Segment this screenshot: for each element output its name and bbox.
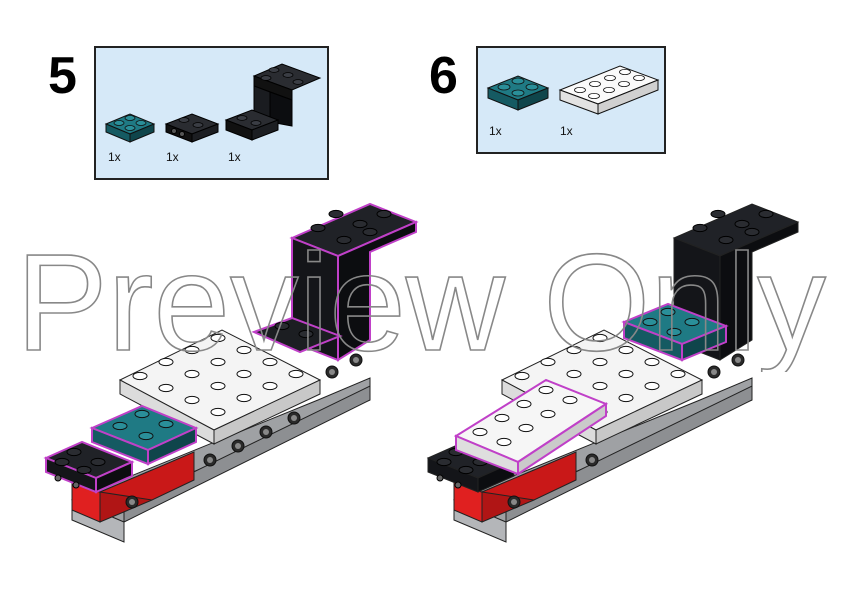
- part-quantity: 1x: [108, 150, 121, 164]
- black-bracket-1x2-icon: [164, 113, 220, 143]
- teal-plate-2x2-icon: [486, 75, 550, 111]
- part-quantity: 1x: [166, 150, 179, 164]
- white-plate-2x4-icon: [558, 65, 660, 115]
- step-number: 5: [48, 47, 77, 105]
- part-quantity: 1x: [228, 150, 241, 164]
- parts-callout: 1x 1x: [476, 46, 666, 154]
- parts-callout: 1x 1x 1x: [94, 46, 329, 180]
- black-bracket-2x2-up-icon: [224, 63, 322, 141]
- step-number: 6: [429, 47, 458, 105]
- part-quantity: 1x: [489, 124, 502, 138]
- model-step-6: [426, 203, 800, 543]
- model-step-5: [43, 202, 419, 543]
- teal-plate-2x2-icon: [104, 113, 156, 143]
- part-quantity: 1x: [560, 124, 573, 138]
